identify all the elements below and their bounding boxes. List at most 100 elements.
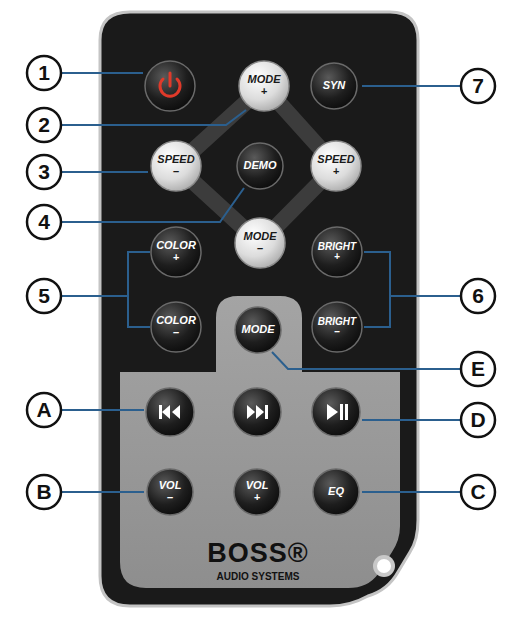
bracket (364, 252, 390, 327)
remote-button: COLOR – (150, 301, 202, 353)
remote-body (100, 12, 418, 606)
lanyard-hole (377, 559, 391, 573)
button-circle (151, 227, 201, 277)
leader-line (62, 295, 128, 297)
callout-circle (461, 69, 495, 103)
callout-circle (27, 393, 61, 427)
callout-number: 1 (38, 61, 50, 85)
leader-line (62, 491, 144, 493)
callout-letter: B (36, 480, 51, 504)
callout-letter: A (36, 398, 51, 422)
button-text-group: MODE – (244, 231, 277, 254)
leader-line (62, 110, 246, 125)
callout-number: 4 (38, 210, 50, 234)
remote-button: VOL – (146, 468, 194, 516)
callout-circle (27, 56, 61, 90)
remote-button: SPEED – (150, 140, 202, 192)
callout-circle (27, 155, 61, 189)
button-text-group: EQ (328, 486, 344, 498)
button-label: COLOR – (156, 315, 196, 338)
button-text-group: SYN (323, 80, 346, 92)
button-circle (151, 302, 201, 352)
remote-button: SYN (310, 62, 358, 110)
callout-circle (461, 279, 495, 313)
play-icon (327, 404, 338, 420)
button-circle (313, 469, 359, 515)
callout-letter: C (470, 480, 485, 504)
leader-line (362, 85, 460, 87)
callout-number: 2 (38, 113, 50, 137)
grey-panel (120, 296, 400, 588)
button-text-group: VOL + (246, 480, 268, 503)
button-circle (235, 218, 285, 268)
button-label: SPEED + (317, 154, 354, 177)
button-circle (237, 143, 283, 189)
button-label: MODE (242, 324, 275, 336)
callout-number: 5 (38, 284, 50, 308)
callout-number: 3 (38, 160, 50, 184)
previous-icon (172, 405, 180, 419)
leader-line (362, 491, 460, 493)
button-text-group: COLOR + (156, 240, 196, 263)
brand-subtitle: AUDIO SYSTEMS (217, 571, 300, 582)
next-icon (247, 405, 255, 419)
callout-letter: D (470, 408, 485, 432)
remote-button: SPEED + (310, 140, 362, 192)
button-text-group: SPEED – (157, 154, 194, 177)
button-text-group: COLOR – (156, 315, 196, 338)
callout-circle (461, 352, 495, 386)
callout-circle (27, 279, 61, 313)
remote-button: BRIGHT – (311, 301, 363, 353)
button-label: SPEED – (157, 154, 194, 177)
leader-line (272, 352, 460, 369)
button-text-group: MODE + (248, 74, 281, 97)
play-pause-button (312, 388, 360, 436)
callout-number: 7 (472, 74, 484, 98)
callout-circle (27, 205, 61, 239)
button-label: DEMO (244, 160, 277, 172)
brand-logo: BOSS® (207, 538, 308, 569)
button-text-group: BRIGHT – (318, 317, 356, 338)
next-icon (265, 405, 268, 419)
button-label: BRIGHT – (318, 317, 356, 338)
button-label: COLOR + (156, 240, 196, 263)
button-circle (239, 61, 289, 111)
button-label: MODE – (244, 231, 277, 254)
callout-circle (461, 475, 495, 509)
callout-circle (27, 108, 61, 142)
bracket (128, 252, 150, 327)
button-circle (234, 469, 280, 515)
button-text-group: BRIGHT + (318, 242, 356, 263)
previous-icon (162, 405, 170, 419)
remote-button: COLOR + (150, 226, 202, 278)
leader-line (62, 188, 244, 222)
button-circle (151, 141, 201, 191)
button-label: VOL – (159, 480, 181, 503)
remote-button: MODE – (234, 217, 286, 269)
button-label: SYN (323, 80, 346, 92)
previous-icon (159, 405, 162, 419)
next-button (233, 388, 281, 436)
leader-line (390, 295, 460, 297)
button-circle (311, 141, 361, 191)
button-text-group: DEMO (244, 160, 277, 172)
button-label: EQ (328, 486, 344, 498)
leader-line (62, 171, 148, 173)
callout-circle (27, 475, 61, 509)
button-text-group: VOL – (159, 480, 181, 503)
power-icon (169, 73, 172, 86)
button-circle (147, 469, 193, 515)
remote-button: BRIGHT + (311, 226, 363, 278)
callout-circles (27, 56, 495, 509)
callout-number: 6 (472, 284, 484, 308)
lanyard-ring (373, 555, 395, 577)
leader-line (62, 409, 144, 411)
button-circle (235, 307, 281, 353)
button-circle (312, 227, 362, 277)
remote-button: MODE (234, 306, 282, 354)
remote-button: VOL + (233, 468, 281, 516)
remote-button: MODE + (238, 60, 290, 112)
button-text-group: MODE (242, 324, 275, 336)
remote-button: EQ (312, 468, 360, 516)
leader-line (62, 72, 143, 74)
